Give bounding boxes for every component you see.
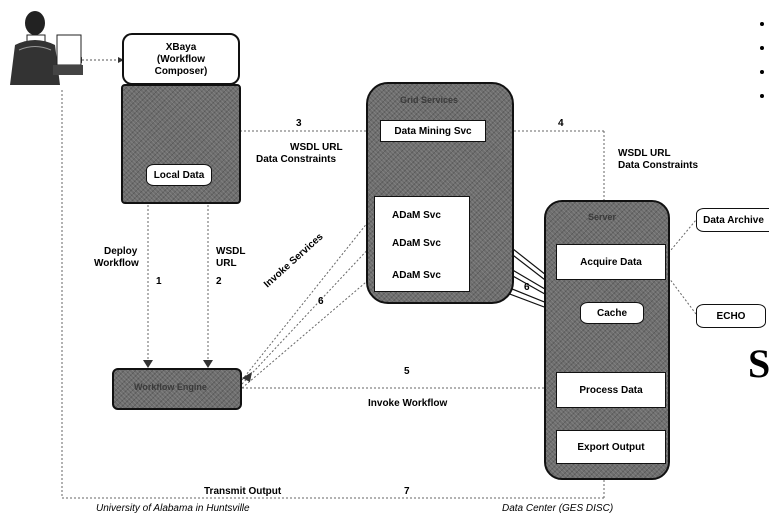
adam-svc-2: ADaM Svc	[392, 238, 441, 249]
archive-link	[665, 219, 697, 257]
invoke-service-line	[241, 276, 373, 389]
uah-caption: University of Alabama in Huntsville	[96, 503, 250, 514]
user-at-computer-icon	[5, 5, 85, 90]
echo-link	[665, 273, 697, 315]
arrowhead	[118, 57, 124, 63]
grid-services-title: Grid Services	[400, 95, 459, 105]
step-number-6b: 6	[524, 282, 530, 293]
local-data-cylinder: Local Data	[146, 164, 212, 186]
step-number-3: 3	[296, 118, 302, 129]
arrowhead	[203, 360, 213, 368]
bullet	[760, 94, 764, 98]
step-number-2: 2	[216, 276, 222, 287]
data-constraints-mid: Data Constraints	[256, 154, 337, 165]
deploy-label: Deploy	[104, 246, 138, 257]
data-center-title: Server	[588, 212, 617, 222]
local-node-box	[121, 84, 241, 204]
bullet	[760, 70, 764, 74]
bullet	[760, 22, 764, 26]
invoke-workflow-label: Invoke Workflow	[368, 398, 448, 409]
adam-svc-3: ADaM Svc	[392, 270, 441, 281]
step-number-6a: 6	[318, 296, 324, 307]
adam-svc-1: ADaM Svc	[392, 210, 441, 221]
echo-cylinder: ECHO	[696, 304, 766, 328]
wsdl-url-right: WSDL URL	[618, 148, 671, 159]
export-output-box: Export Output	[556, 430, 666, 464]
data-center-caption: Data Center (GES DISC)	[502, 503, 614, 514]
step-number-7: 7	[404, 486, 410, 497]
arrowhead	[143, 360, 153, 368]
xbaya-title: XBaya	[165, 42, 197, 53]
data-constraints-right: Data Constraints	[618, 160, 699, 171]
data-archive-cylinder: Data Archive	[696, 208, 769, 232]
step-number-1: 1	[156, 276, 162, 287]
invoke-service-line	[241, 216, 373, 381]
url-left: URL	[216, 258, 237, 269]
workflow-label: Workflow	[94, 258, 139, 269]
arrowhead	[242, 372, 252, 382]
workflow-engine-box	[112, 368, 242, 410]
invoke-service-line	[241, 244, 373, 385]
acquire-data-box: Acquire Data	[556, 244, 666, 280]
xbaya-subtitle: (Workflow	[156, 54, 206, 65]
transmit-output-label: Transmit Output	[204, 486, 282, 497]
workflow-engine-title: Workflow Engine	[134, 382, 207, 392]
step-number-4: 4	[558, 118, 564, 129]
wsdl-url-mid: WSDL URL	[290, 142, 343, 153]
edge-letter: S	[748, 341, 769, 386]
xbaya-subtitle-2: Composer)	[154, 66, 208, 77]
bullet	[760, 46, 764, 50]
wsdl-left: WSDL	[216, 246, 246, 257]
xbaya-box: XBaya (Workflow Composer)	[122, 33, 240, 85]
data-mining-svc: Data Mining Svc	[380, 120, 486, 142]
step-number-5: 5	[404, 366, 410, 377]
cache-cylinder: Cache	[580, 302, 644, 324]
process-data-box: Process Data	[556, 372, 666, 408]
adam-svc-panel	[374, 196, 470, 292]
